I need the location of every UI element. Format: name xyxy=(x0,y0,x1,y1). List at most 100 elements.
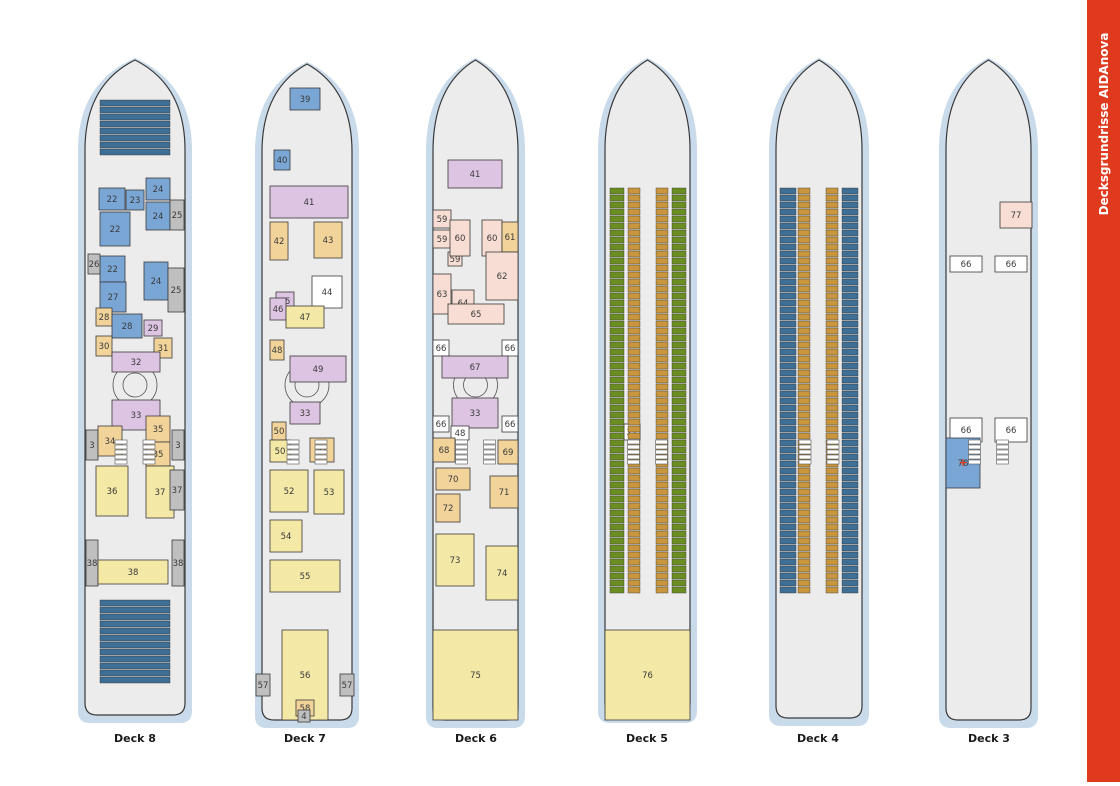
cabin xyxy=(779,418,797,426)
area-number: 25 xyxy=(172,211,183,221)
area-shape xyxy=(497,439,519,465)
cabin xyxy=(825,215,839,223)
area-number: 63 xyxy=(437,290,448,300)
cabin xyxy=(627,404,641,412)
cabin xyxy=(825,502,839,510)
area-number: 49 xyxy=(313,365,324,375)
cabin xyxy=(825,390,839,398)
cabin xyxy=(825,327,839,335)
cabin xyxy=(655,320,669,328)
area-number: 73 xyxy=(450,556,461,566)
cabin xyxy=(841,516,859,524)
cabin xyxy=(627,313,641,321)
cabin xyxy=(609,334,625,342)
cabin xyxy=(99,113,171,121)
cabin xyxy=(779,390,797,398)
cabin xyxy=(655,565,669,573)
cabin xyxy=(779,586,797,594)
cabin xyxy=(655,229,669,237)
cabin xyxy=(655,397,669,405)
cabin xyxy=(627,271,641,279)
stair-step xyxy=(627,444,640,450)
area-shape xyxy=(269,469,309,513)
cabin xyxy=(609,201,625,209)
cabin xyxy=(779,432,797,440)
cabin-block xyxy=(609,187,625,594)
cabin xyxy=(779,194,797,202)
stair-step xyxy=(314,439,328,445)
cabin xyxy=(609,404,625,412)
cabin xyxy=(99,599,171,607)
area-76: 76 xyxy=(604,629,691,721)
area-shape xyxy=(269,339,285,361)
cabin xyxy=(797,481,811,489)
area-number: 66 xyxy=(961,426,972,436)
area-35: 35 xyxy=(145,415,171,443)
cabin xyxy=(627,418,641,426)
area-shape xyxy=(167,267,185,313)
cabin xyxy=(655,488,669,496)
cabin xyxy=(841,341,859,349)
stair-step xyxy=(455,444,468,450)
deck-label: Deck 4 xyxy=(797,732,839,745)
stair-step xyxy=(142,459,156,465)
area-number: 57 xyxy=(342,681,353,691)
cabin xyxy=(825,579,839,587)
cabin xyxy=(609,390,625,398)
area-57: 57 xyxy=(339,673,355,697)
cabin xyxy=(797,215,811,223)
cabin xyxy=(797,474,811,482)
cabin xyxy=(841,439,859,447)
cabin xyxy=(655,425,669,433)
cabin xyxy=(627,390,641,398)
cabin xyxy=(825,376,839,384)
area-shape xyxy=(339,673,355,697)
cabin xyxy=(671,334,687,342)
area-59: 59 xyxy=(432,229,452,249)
cabin xyxy=(671,257,687,265)
area-number: 28 xyxy=(122,322,133,332)
cabin xyxy=(671,432,687,440)
area-number: 46 xyxy=(273,305,284,315)
cabin xyxy=(797,369,811,377)
cabin xyxy=(671,215,687,223)
cabin-block xyxy=(99,599,171,684)
cabin xyxy=(797,257,811,265)
cabin xyxy=(655,348,669,356)
cabin xyxy=(797,201,811,209)
stair-step xyxy=(996,459,1009,465)
cabin xyxy=(779,474,797,482)
cabin xyxy=(797,376,811,384)
cabin xyxy=(841,446,859,454)
cabin xyxy=(841,558,859,566)
cabin xyxy=(825,355,839,363)
cabin xyxy=(671,348,687,356)
cabin xyxy=(99,141,171,149)
area-24: 24 xyxy=(143,261,169,301)
cabin xyxy=(841,544,859,552)
area-number: 40 xyxy=(277,156,288,166)
cabin xyxy=(797,418,811,426)
cabin xyxy=(609,369,625,377)
area-number: 32 xyxy=(131,358,142,368)
cabin xyxy=(841,369,859,377)
cabin xyxy=(99,669,171,677)
area-shape xyxy=(313,221,343,259)
cabin xyxy=(841,397,859,405)
stair-step xyxy=(627,439,640,445)
cabin xyxy=(655,299,669,307)
cabin xyxy=(841,418,859,426)
cabin xyxy=(797,530,811,538)
area-number: 41 xyxy=(304,198,315,208)
cabin xyxy=(841,523,859,531)
cabin xyxy=(825,348,839,356)
cabin xyxy=(655,383,669,391)
area-shape xyxy=(485,545,519,601)
cabin xyxy=(797,320,811,328)
area-shape xyxy=(269,185,349,219)
cabin xyxy=(627,579,641,587)
cabin xyxy=(825,313,839,321)
cabin xyxy=(627,537,641,545)
cabin xyxy=(841,362,859,370)
area-number: 67 xyxy=(470,363,481,373)
